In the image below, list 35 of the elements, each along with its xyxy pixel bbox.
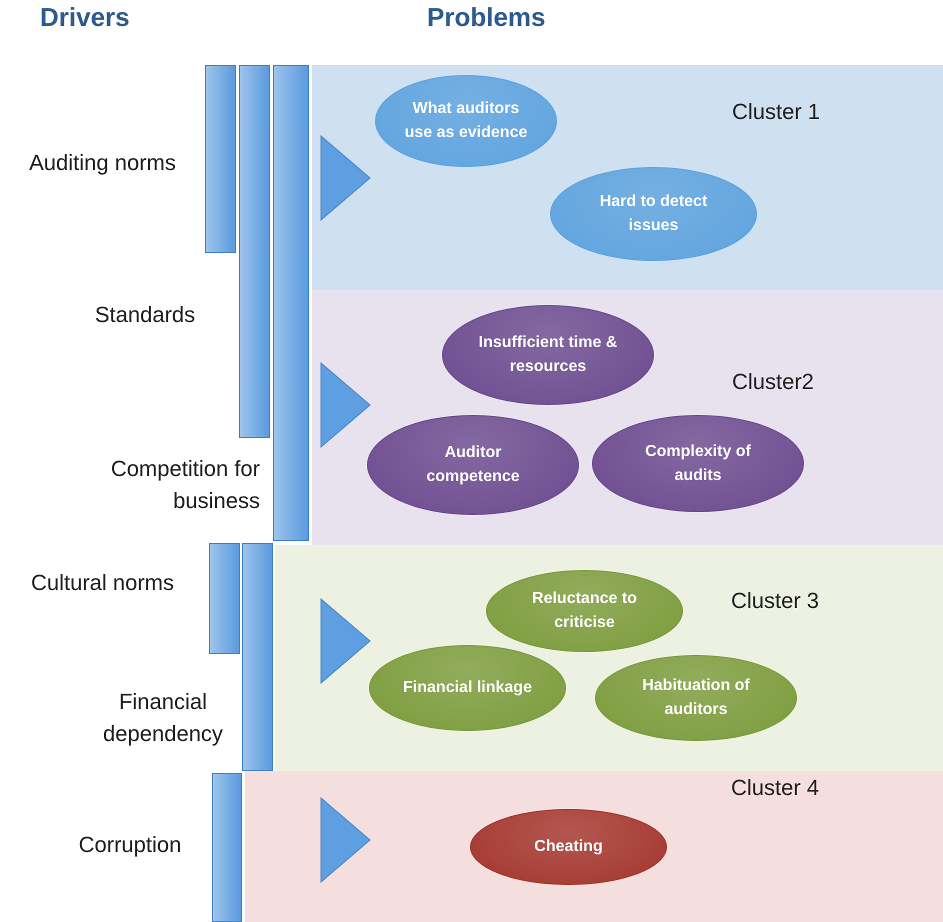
- cluster-label: Cluster 3: [731, 588, 820, 614]
- problem-ellipse: Cheating: [470, 809, 667, 885]
- problem-ellipse: What auditors use as evidence: [375, 75, 557, 167]
- arrow: [320, 362, 371, 448]
- driver-label: Financial dependency: [102, 688, 224, 748]
- driver-bar: [205, 65, 236, 253]
- problem-ellipse: Habituation of auditors: [595, 655, 797, 741]
- driver-bar: [239, 65, 270, 438]
- cluster-band: [275, 545, 943, 771]
- arrow: [320, 797, 371, 883]
- driver-label: Auditing norms: [28, 149, 177, 177]
- arrow: [320, 135, 371, 221]
- problem-ellipse: Complexity of audits: [592, 415, 804, 512]
- driver-label: Corruption: [78, 831, 182, 859]
- cluster-label: Cluster 4: [731, 775, 820, 801]
- driver-label: Standards: [94, 301, 196, 329]
- driver-bar: [273, 65, 309, 541]
- cluster-label: Cluster2: [732, 369, 814, 395]
- cluster-band: [312, 290, 943, 545]
- column-heading: Problems: [427, 2, 546, 33]
- problem-ellipse: Hard to detect issues: [550, 167, 757, 261]
- column-heading: Drivers: [40, 2, 130, 33]
- problem-ellipse: Reluctance to criticise: [486, 570, 683, 652]
- problem-ellipse: Financial linkage: [369, 645, 566, 731]
- driver-bar: [209, 543, 240, 654]
- cluster-band: [312, 65, 943, 290]
- driver-label: Cultural norms: [30, 569, 176, 597]
- driver-bar: [212, 773, 242, 922]
- problem-ellipse: Insufficient time & resources: [442, 305, 654, 405]
- cluster-band: [245, 771, 943, 922]
- driver-bar: [242, 543, 273, 771]
- arrow: [320, 598, 371, 684]
- driver-label: Competition for business: [110, 455, 260, 515]
- problem-ellipse: Auditor competence: [367, 415, 579, 515]
- cluster-label: Cluster 1: [732, 99, 820, 125]
